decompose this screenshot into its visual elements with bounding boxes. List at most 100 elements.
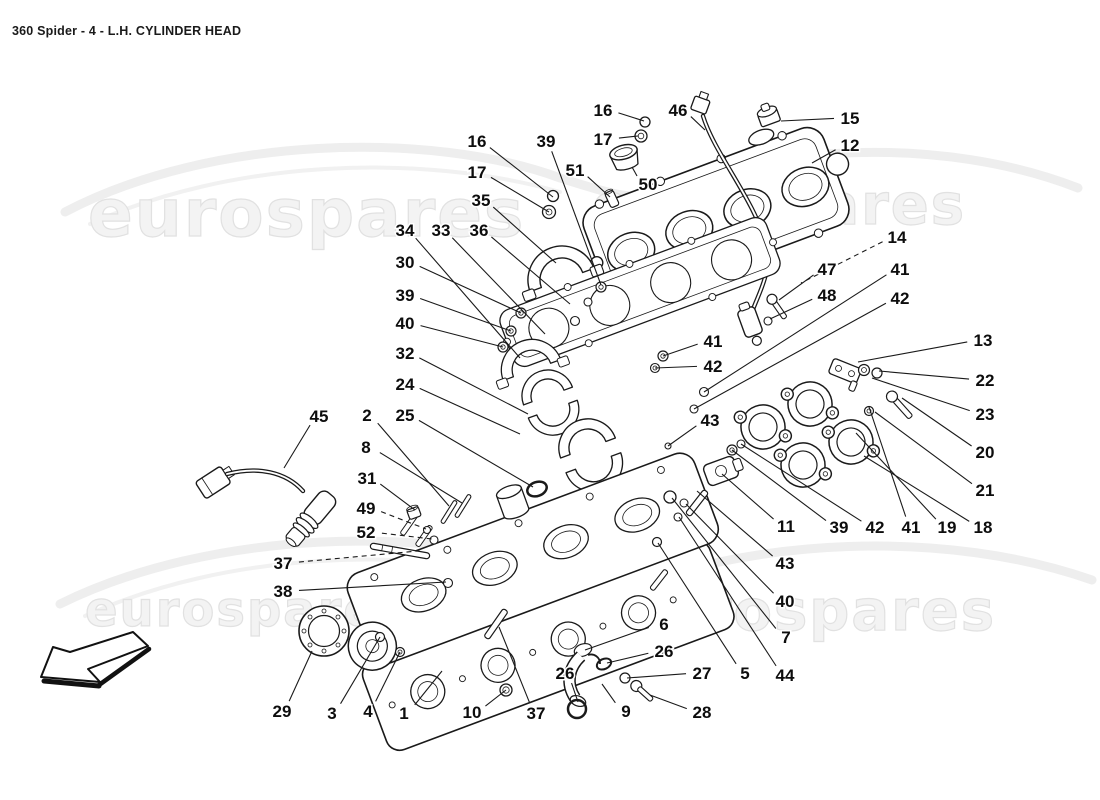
leader-line-12 xyxy=(811,149,836,164)
callout-label-37: 37 xyxy=(274,554,293,573)
leader-line-7 xyxy=(671,497,777,629)
spark-plug-lead-45 xyxy=(195,465,337,547)
leader-line-26 xyxy=(606,652,649,664)
callout-label-26: 26 xyxy=(655,642,674,661)
cap-31 xyxy=(406,504,422,520)
callout-label-9: 9 xyxy=(621,702,630,721)
callout-label-24: 24 xyxy=(396,375,415,394)
leader-line-51 xyxy=(587,176,611,198)
callout-label-23: 23 xyxy=(976,405,995,424)
oil-filler-cap xyxy=(756,102,781,128)
head-boss-38 xyxy=(442,577,454,589)
callout-label-27: 27 xyxy=(693,664,712,683)
head-studs xyxy=(369,510,508,640)
leader-line-42 xyxy=(654,365,698,369)
leader-line-35 xyxy=(492,206,557,264)
leader-line-17 xyxy=(618,135,639,139)
cover-gasket xyxy=(499,216,781,368)
callout-label-39: 39 xyxy=(830,518,849,537)
leader-line-20 xyxy=(901,397,972,447)
callout-label-42: 42 xyxy=(891,289,910,308)
leader-line-26 xyxy=(571,682,579,703)
leader-line-10 xyxy=(485,689,507,707)
callout-label-42: 42 xyxy=(866,518,885,537)
leader-line-50 xyxy=(631,166,638,177)
callout-label-26: 26 xyxy=(556,664,575,683)
callout-label-48: 48 xyxy=(818,286,837,305)
leader-line-30 xyxy=(419,265,522,314)
leader-line-39 xyxy=(419,298,512,332)
leader-line-1 xyxy=(414,670,443,706)
leader-line-6 xyxy=(584,626,649,651)
stud-holder-11 xyxy=(702,455,744,487)
leader-line-42 xyxy=(740,443,862,522)
callout-label-17: 17 xyxy=(594,130,613,149)
callout-label-1: 1 xyxy=(399,704,408,723)
callout-label-14: 14 xyxy=(888,228,907,247)
leader-line-4 xyxy=(375,651,401,702)
coil-connector xyxy=(737,301,763,346)
breather-cap-50 xyxy=(609,143,639,171)
leader-line-8 xyxy=(379,452,463,504)
callout-label-51: 51 xyxy=(566,161,585,180)
leader-line-17 xyxy=(490,176,550,213)
bolt-47 xyxy=(766,293,787,320)
leader-line-18 xyxy=(863,455,970,522)
leader-line-33 xyxy=(451,237,546,335)
callout-label-21: 21 xyxy=(976,481,995,500)
leader-line-41 xyxy=(662,343,698,357)
leader-line-23 xyxy=(871,377,970,412)
leader-line-29 xyxy=(288,650,313,702)
leader-line-47 xyxy=(778,274,814,301)
watermark-text: eurospares xyxy=(88,175,525,252)
callout-label-5: 5 xyxy=(740,664,749,683)
leader-line-38 xyxy=(298,581,447,591)
callout-label-40: 40 xyxy=(776,592,795,611)
callout-label-30: 30 xyxy=(396,253,415,272)
callout-label-19: 19 xyxy=(938,518,957,537)
callout-label-43: 43 xyxy=(776,554,795,573)
callout-label-15: 15 xyxy=(841,109,860,128)
callout-label-41: 41 xyxy=(704,332,723,351)
leader-line-16 xyxy=(618,112,645,122)
callout-label-36: 36 xyxy=(470,221,489,240)
callout-label-11: 11 xyxy=(777,517,795,536)
cap-16 xyxy=(639,116,651,128)
callout-label-38: 38 xyxy=(274,582,293,601)
callout-label-41: 41 xyxy=(891,260,910,279)
callout-label-39: 39 xyxy=(396,286,415,305)
callout-label-44: 44 xyxy=(776,666,795,685)
callout-label-31: 31 xyxy=(358,469,377,488)
callout-label-37: 37 xyxy=(527,704,546,723)
leader-line-46 xyxy=(690,116,706,131)
bolt-20 xyxy=(885,390,913,419)
dowel-pins xyxy=(440,494,472,524)
callout-label-35: 35 xyxy=(472,191,491,210)
leader-line-48 xyxy=(769,298,813,320)
leader-line-43 xyxy=(667,425,697,447)
callout-label-13: 13 xyxy=(974,331,993,350)
callout-label-43: 43 xyxy=(701,411,720,430)
bracket-13 xyxy=(828,358,862,392)
callout-label-32: 32 xyxy=(396,344,415,363)
leader-line-44 xyxy=(678,516,777,667)
cap-16b xyxy=(546,189,560,203)
tappet-bucket xyxy=(495,484,530,520)
callout-label-34: 34 xyxy=(396,221,415,240)
callout-label-3: 3 xyxy=(327,704,336,723)
callout-label-28: 28 xyxy=(693,703,712,722)
oring-25 xyxy=(526,480,548,498)
callout-label-49: 49 xyxy=(357,499,376,518)
leader-line-40 xyxy=(685,503,774,594)
leader-line-41 xyxy=(868,406,907,517)
leader-line-2 xyxy=(377,422,450,507)
leader-line-39 xyxy=(731,449,827,522)
leader-line-31 xyxy=(379,483,416,511)
callout-label-45: 45 xyxy=(310,407,329,426)
leader-line-25 xyxy=(418,419,534,488)
leader-line-42 xyxy=(693,302,887,410)
callout-label-52: 52 xyxy=(357,523,376,542)
leader-line-5 xyxy=(657,542,737,665)
leader-line-9 xyxy=(601,683,616,704)
